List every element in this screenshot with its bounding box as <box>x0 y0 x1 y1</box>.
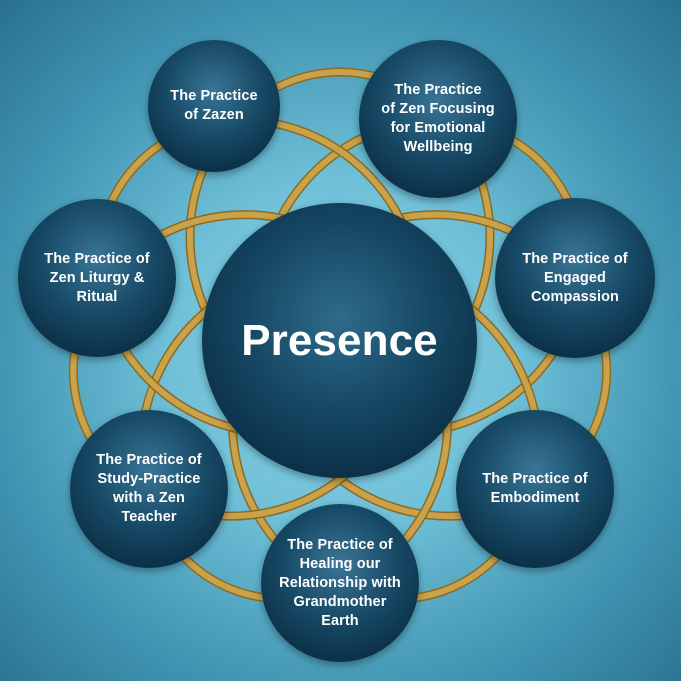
practice-healing-earth-circle: The Practice of Healing our Relationship… <box>261 504 419 662</box>
center-presence-circle: Presence <box>202 203 477 478</box>
practice-study-practice-label: The Practice of Study-Practice with a Ze… <box>96 452 202 525</box>
practice-engaged-compassion-circle: The Practice of Engaged Compassion <box>495 198 655 358</box>
practice-study-practice-circle: The Practice of Study-Practice with a Ze… <box>70 410 228 568</box>
practice-zen-focusing-circle: The Practice of Zen Focusing for Emotion… <box>359 40 517 198</box>
practice-healing-earth-label: The Practice of Healing our Relationship… <box>279 536 401 629</box>
practice-engaged-compassion-label: The Practice of Engaged Compassion <box>522 250 628 305</box>
practice-zazen-circle: The Practice of Zazen <box>148 40 280 172</box>
practice-liturgy-ritual-label: The Practice of Zen Liturgy & Ritual <box>44 250 150 305</box>
practice-embodiment-circle: The Practice of Embodiment <box>456 410 614 568</box>
practice-zazen-label: The Practice of Zazen <box>170 88 258 123</box>
practice-zen-focusing-label: The Practice of Zen Focusing for Emotion… <box>381 82 495 155</box>
practice-embodiment-label: The Practice of Embodiment <box>482 471 588 506</box>
center-presence-label: Presence <box>241 315 438 365</box>
practice-liturgy-ritual-circle: The Practice of Zen Liturgy & Ritual <box>18 199 176 357</box>
